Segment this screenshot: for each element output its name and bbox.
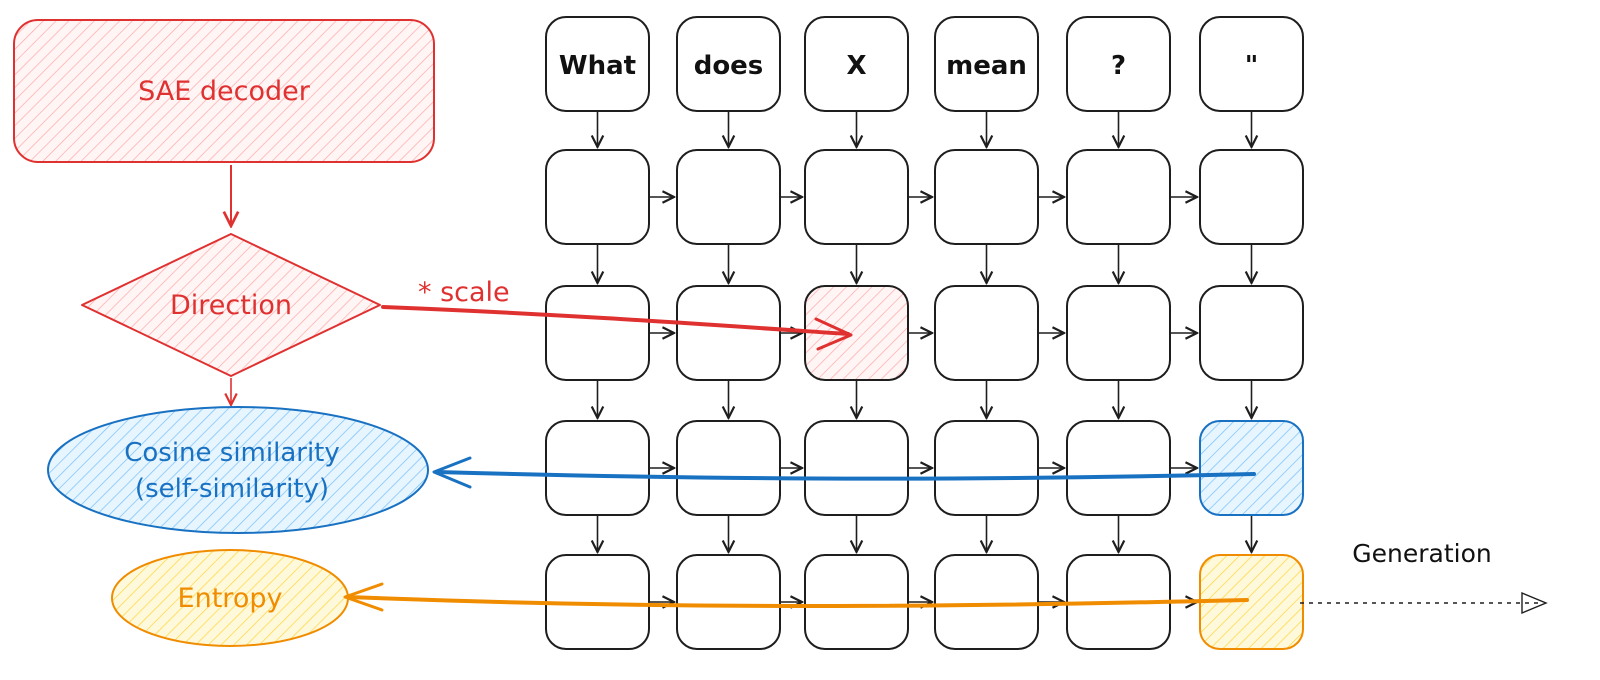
hidden-state-cell: [1066, 149, 1171, 245]
hidden-state-cell: [545, 149, 650, 245]
hidden-state-cell: [676, 554, 781, 650]
token-box: [934, 16, 1039, 112]
cosine-similarity-label: Cosine similarity: [124, 438, 340, 468]
scale-label: * scale: [418, 277, 510, 308]
token-box: [676, 16, 781, 112]
hidden-state-cell: [676, 285, 781, 381]
steering-arrow: [381, 305, 853, 351]
generation-arrow: [1300, 591, 1548, 615]
hidden-state-cell: [804, 554, 909, 650]
token-box: [1066, 16, 1171, 112]
entropy-node: Entropy: [111, 549, 349, 647]
token-label: ?: [1111, 51, 1126, 81]
hidden-state-cell: [545, 285, 650, 381]
entropy-label: Entropy: [178, 583, 283, 614]
token-box: [545, 16, 650, 112]
hidden-state-cell: [804, 149, 909, 245]
hidden-state-cell: [676, 149, 781, 245]
hidden-state-cell: [934, 554, 1039, 650]
hidden-state-cell: [934, 149, 1039, 245]
token-box: [804, 16, 909, 112]
token-box: [1199, 16, 1304, 112]
direction-node: Direction: [81, 233, 381, 377]
sae-decoder-label: SAE decoder: [138, 76, 311, 107]
hidden-state-cell: [934, 285, 1039, 381]
hidden-state-cell: [1199, 149, 1304, 245]
token-label: X: [846, 51, 866, 81]
sae-decoder-node: SAE decoder: [13, 19, 435, 163]
hidden-state-cell: [1066, 420, 1171, 516]
cosine-readout-cell: [1199, 420, 1304, 516]
self-similarity-label: (self-similarity): [135, 474, 329, 504]
token-label: What: [559, 51, 636, 81]
hidden-state-cell: [934, 420, 1039, 516]
token-label: mean: [946, 51, 1027, 81]
hidden-state-cell: [1066, 285, 1171, 381]
hidden-state-cell: [1199, 285, 1304, 381]
generation-label: Generation: [1352, 539, 1491, 568]
cosine-similarity-node: Cosine similarity (self-similarity): [47, 406, 429, 534]
token-label: does: [694, 51, 764, 81]
direction-label: Direction: [170, 290, 292, 321]
hidden-state-cell: [676, 420, 781, 516]
token-label: ": [1245, 51, 1259, 81]
entropy-readout-arrow: [343, 582, 1249, 612]
cosine-readout-arrow: [432, 456, 1256, 489]
hidden-state-cell: [804, 420, 909, 516]
hidden-state-cell: [545, 420, 650, 516]
